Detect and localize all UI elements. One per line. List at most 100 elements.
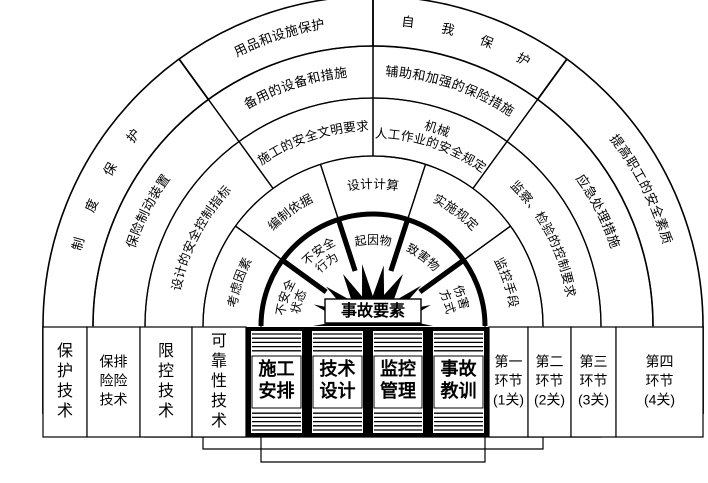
- ring-spoke-5-1: [178, 58, 210, 100]
- ring-label-4-1: 措: [319, 67, 335, 84]
- ring-label-2-0: 素: [237, 255, 255, 272]
- ring-spoke-3-1: [238, 141, 274, 189]
- bottom-cell-label: (1关): [493, 392, 524, 408]
- ring-label-4-2: 险: [474, 86, 492, 105]
- bottom-cell: [139, 326, 193, 438]
- ring-label-4-3: 措: [599, 220, 618, 238]
- bottom-cell-plate: [373, 355, 423, 409]
- bottom-cell-label: 限: [158, 342, 174, 360]
- ring-label-5-3: 工: [630, 166, 649, 185]
- ring-label-3-2: 安: [436, 138, 453, 157]
- bottom-cell-label: 护: [57, 362, 73, 380]
- ring-label-5-0: 保: [100, 160, 120, 179]
- ring-label-4-2: 助: [398, 65, 413, 82]
- ring-label-5-3: 素: [652, 216, 670, 233]
- bottom-cell-label: 环节: [646, 373, 674, 389]
- ring-spoke-3-3: [472, 141, 508, 189]
- bottom-cell-label: 第二: [536, 354, 564, 370]
- bottom-cell-plate: [312, 355, 363, 409]
- ring-label-5-3: 的: [636, 178, 655, 196]
- ring-label-2-2: 计: [360, 177, 373, 192]
- ring-spoke-4-1: [207, 99, 240, 142]
- ring-label-5-1: 护: [310, 16, 326, 33]
- ring-label-4-2: 保: [462, 81, 480, 100]
- bottom-cell-label: 第四: [646, 354, 674, 370]
- bottom-cell-label: 施工: [259, 358, 295, 379]
- bottom-row: 保护技术保排险险技术限控技术可靠性技术施工安排技术设计监控管理事故教训第一环节(…: [42, 326, 704, 438]
- ring-label-4-3: 处: [587, 195, 606, 214]
- ring-label-4-2: 强: [437, 72, 454, 90]
- bottom-cell-label: 技: [57, 382, 73, 400]
- bottom-cell-label: 术: [57, 402, 73, 420]
- ring-label-1-0: 态: [292, 288, 310, 304]
- ring-label-5-2: 自: [401, 14, 416, 30]
- bottom-cell-label: 监控: [380, 358, 416, 379]
- bottom-cell-label: 安排: [259, 380, 295, 401]
- ring-label-3-1: 全: [303, 126, 320, 144]
- ring-label-5-0: 度: [82, 197, 101, 215]
- ring-label-4-2: 加: [424, 69, 440, 87]
- ring-label-4-2: 辅: [385, 64, 399, 80]
- bottom-cell-label: 技: [211, 392, 227, 410]
- ring-label-1-0: 状: [288, 300, 304, 315]
- ring-label-2-4: 监: [491, 255, 509, 272]
- ring-label-5-1: 用: [232, 40, 250, 59]
- ring-label-3-1: 文: [316, 123, 332, 141]
- ring-label-3-3: 控: [550, 245, 568, 262]
- bottom-cell: [615, 326, 704, 438]
- ring-label-3-2: 的: [424, 134, 441, 152]
- ring-label-1-4: 方: [437, 287, 455, 304]
- ring-label-1-2: 起: [353, 233, 367, 249]
- ring-label-3-2: 工: [387, 127, 401, 142]
- bottom-cell-label: 事故: [441, 358, 478, 379]
- bottom-cell-label: (2关): [534, 392, 565, 408]
- ring-label-3-0: 设: [169, 276, 186, 292]
- bottom-cell: [86, 326, 141, 438]
- ring-label-3-3: 要: [559, 270, 576, 286]
- ring-spoke-2-3: [406, 164, 427, 220]
- ring-label-1-4: 式: [441, 300, 457, 315]
- ring-label-4-0: 制: [133, 207, 152, 225]
- ring-label-5-0: 护: [123, 126, 143, 146]
- ring-label-3-2: 作: [400, 129, 415, 145]
- ring-label-4-2: 措: [486, 93, 505, 112]
- bottom-cell-label: 管理: [380, 380, 416, 401]
- ring-label-3-3: 求: [562, 283, 578, 298]
- bottom-cell-label: 术: [211, 412, 227, 430]
- ring-label-3-2: 业: [412, 131, 428, 148]
- ring-label-1-0: 安: [275, 289, 293, 305]
- bottom-cell-label: 环节: [536, 373, 564, 389]
- ring-label-2-1: 据: [297, 192, 315, 210]
- bottom-cell-label: 设计: [320, 380, 356, 401]
- ring-label-2-2: 计: [373, 177, 386, 192]
- ring-spoke-2-1: [235, 225, 283, 261]
- bottom-cell-label: 第三: [580, 354, 608, 370]
- ring-label-2-0: 考: [225, 294, 241, 309]
- ring-label-5-2: 保: [478, 32, 496, 51]
- ring-label-5-1: 品: [244, 35, 262, 54]
- ring-label-5-1: 和: [257, 30, 274, 49]
- center-label: 事故要素: [341, 301, 405, 320]
- ring-arc-2-inner: [260, 213, 486, 327]
- ring-spoke-2-4: [463, 225, 511, 261]
- ring-label-4-2: 和: [411, 67, 427, 84]
- ring-label-4-1: 设: [279, 76, 296, 94]
- bottom-cell-label: (3关): [578, 392, 609, 408]
- ring-label-4-3: 施: [604, 233, 622, 250]
- bottom-cell-label: 保: [57, 342, 73, 360]
- ring-label-2-4: 手: [501, 281, 518, 297]
- ring-label-1-4: 伤: [451, 283, 468, 299]
- ring-label-4-0: 动: [139, 195, 158, 214]
- ring-label-5-2: 我: [440, 20, 456, 38]
- bottom-cell-label: 性: [211, 372, 227, 390]
- ring-label-5-2: 护: [514, 50, 533, 69]
- ring-label-3-1: 工: [267, 143, 285, 161]
- bottom-cell-label: 技术: [320, 358, 356, 379]
- bottom-cell-label: 术: [158, 402, 174, 420]
- center-label-box: [324, 298, 422, 324]
- ring-label-3-1: 安: [290, 131, 307, 150]
- ring-label-3-1: 要: [342, 120, 356, 135]
- ring-label-4-2: 的: [450, 76, 467, 94]
- bottom-cell-label: 技: [158, 382, 174, 400]
- ring-label-4-0: 保: [123, 233, 141, 250]
